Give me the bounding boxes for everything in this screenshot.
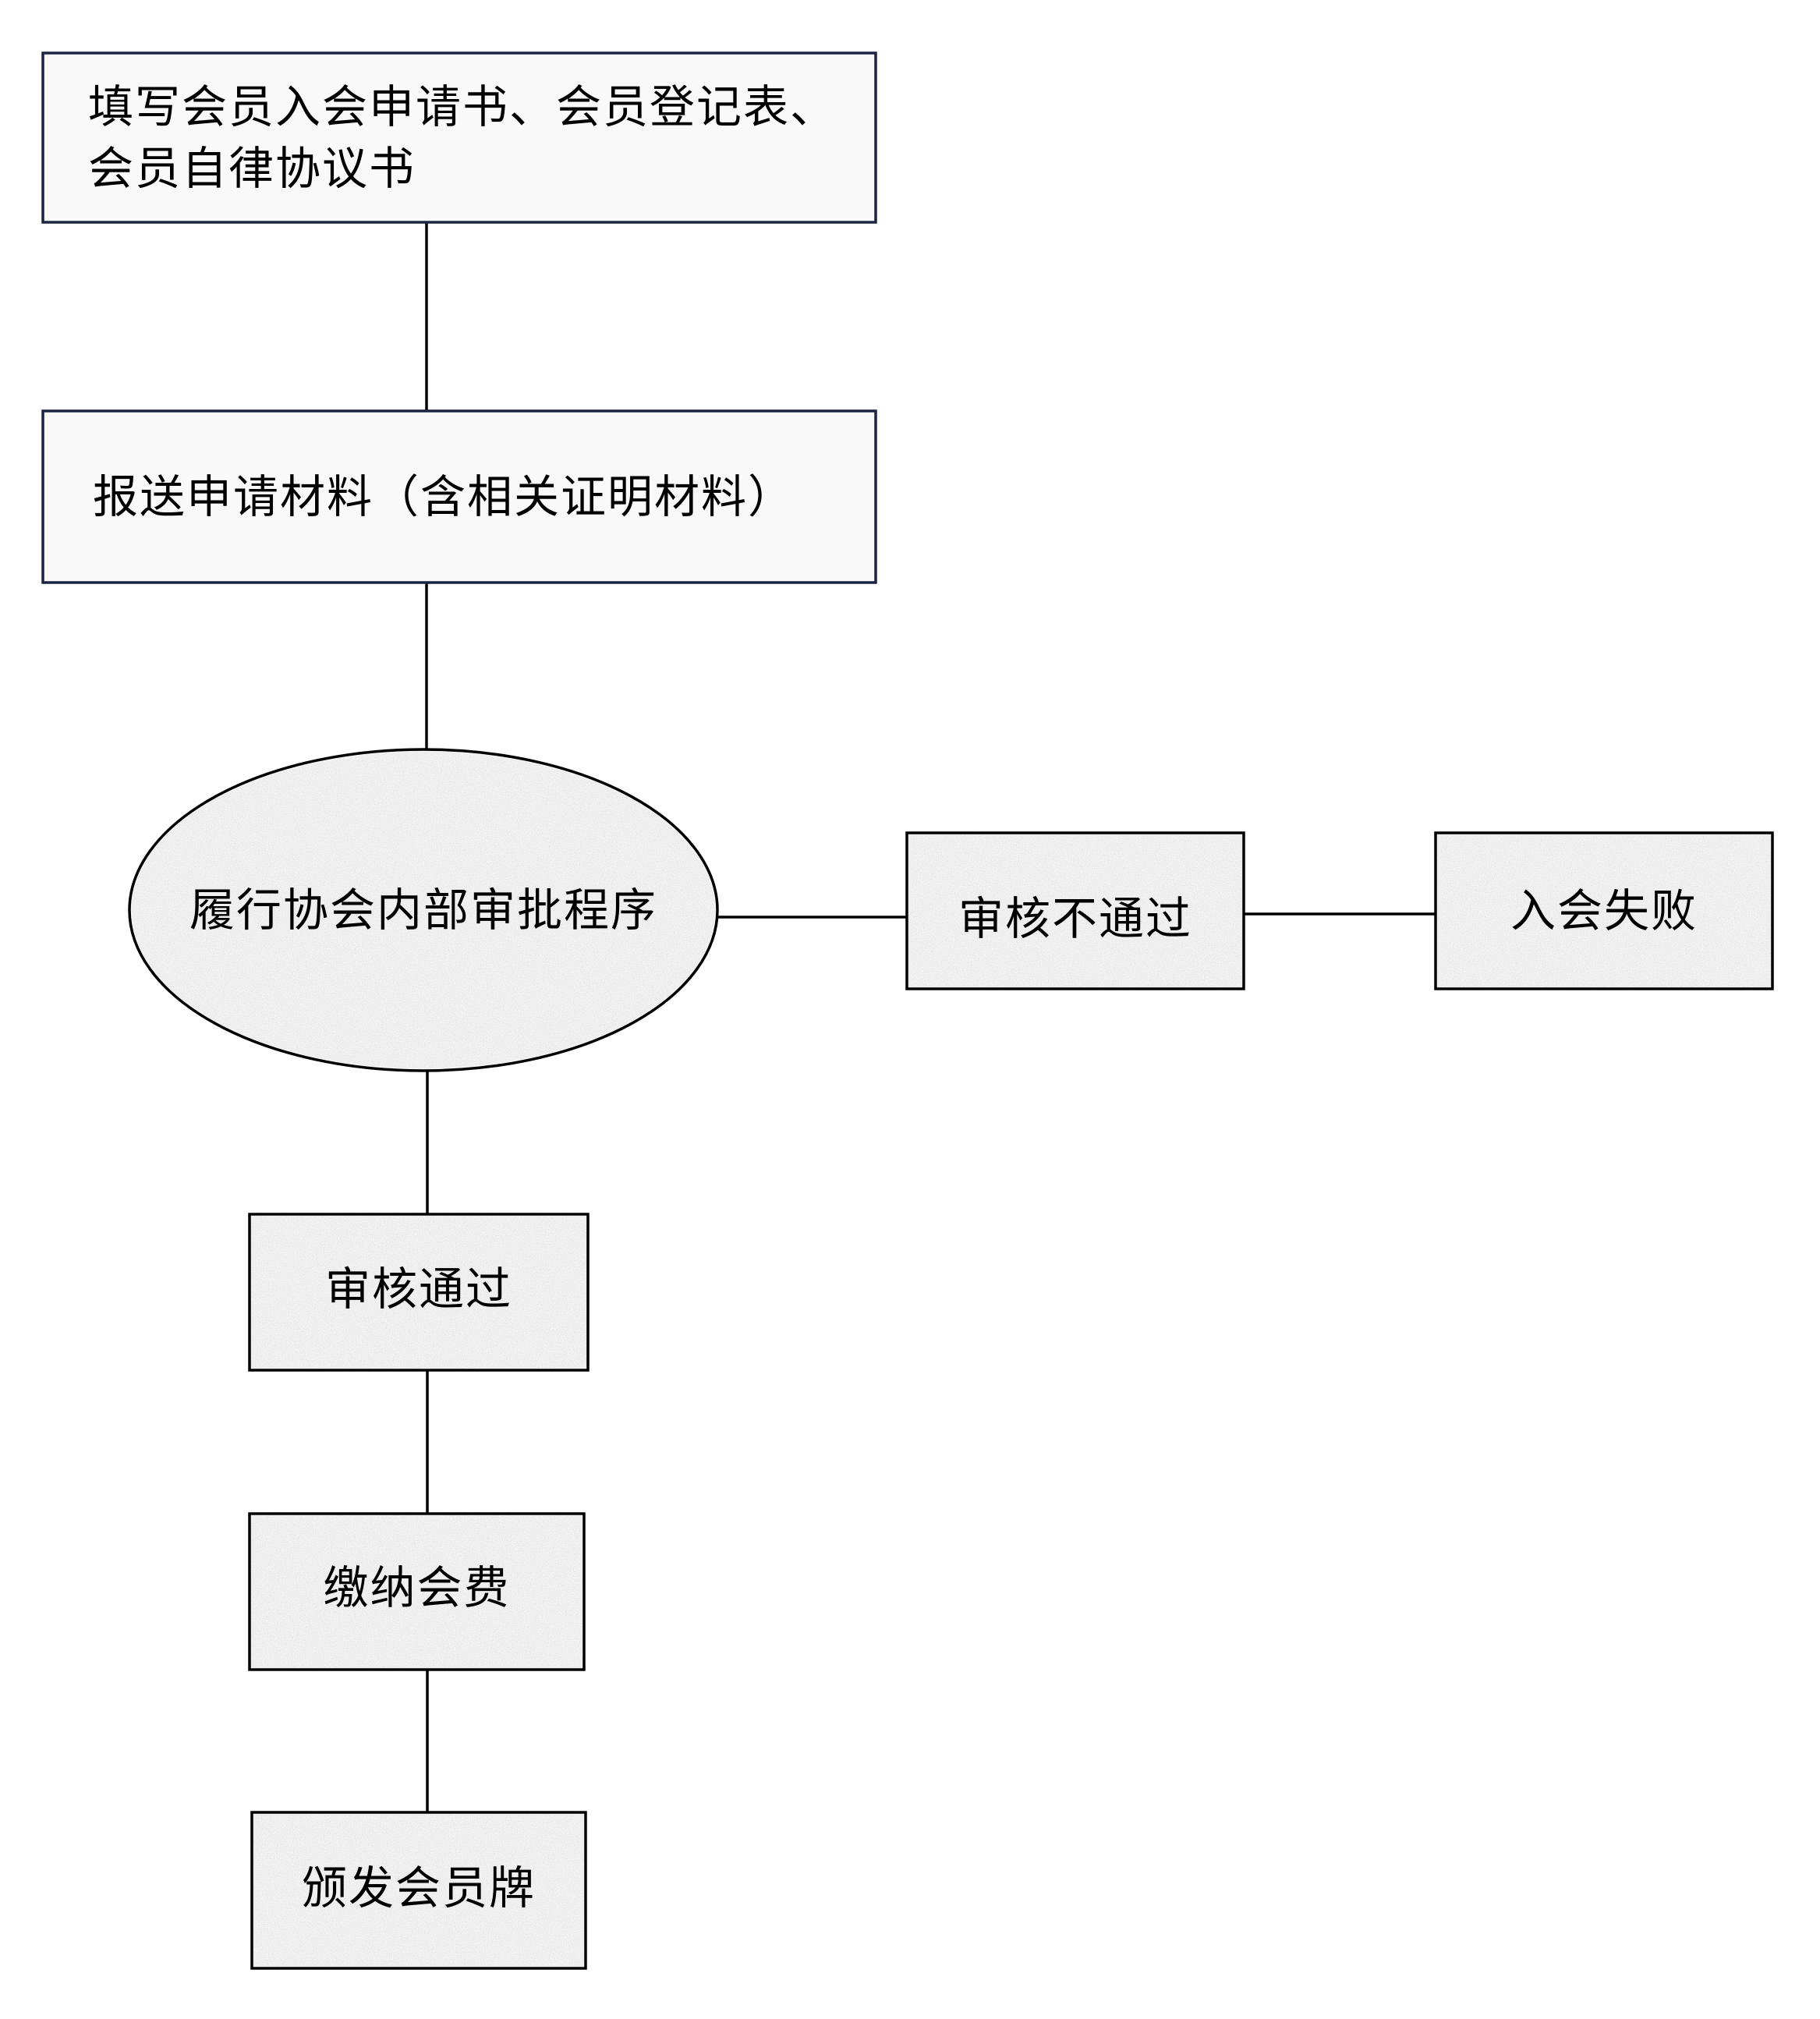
pay-fees-label: 缴纳会费: [323, 1560, 511, 1614]
pay-fees-box-texture: [251, 1515, 582, 1668]
submit-materials-box: [41, 409, 877, 584]
fill-forms-label-line1: 填写会员入会申请书、会员登记表、: [88, 80, 837, 134]
internal-review-ellipse-texture: [132, 752, 715, 1068]
fill-forms-label: 填写会员入会申请书、会员登记表、 会员自律协议书: [43, 53, 876, 222]
review-rejected-label: 审核不通过: [958, 891, 1192, 945]
connectors: [425, 222, 1436, 1812]
submit-materials-label: 报送申请材料（含相关证明材料）: [92, 469, 795, 523]
internal-review-label: 履行协会内部审批程序: [189, 883, 657, 937]
join-failed-label: 入会失败: [1510, 884, 1698, 937]
review-passed-box-texture: [251, 1216, 586, 1369]
fill-forms-label-line2: 会员自律协议书: [88, 141, 416, 195]
fill-forms-box: [41, 51, 877, 224]
review-passed-label: 审核通过: [324, 1262, 512, 1316]
issue-plaque-label: 颁发会员牌: [301, 1861, 536, 1915]
join-failed-box-texture: [1437, 834, 1771, 987]
review-rejected-box-texture: [908, 834, 1242, 987]
issue-plaque-box-texture: [253, 1814, 584, 1967]
